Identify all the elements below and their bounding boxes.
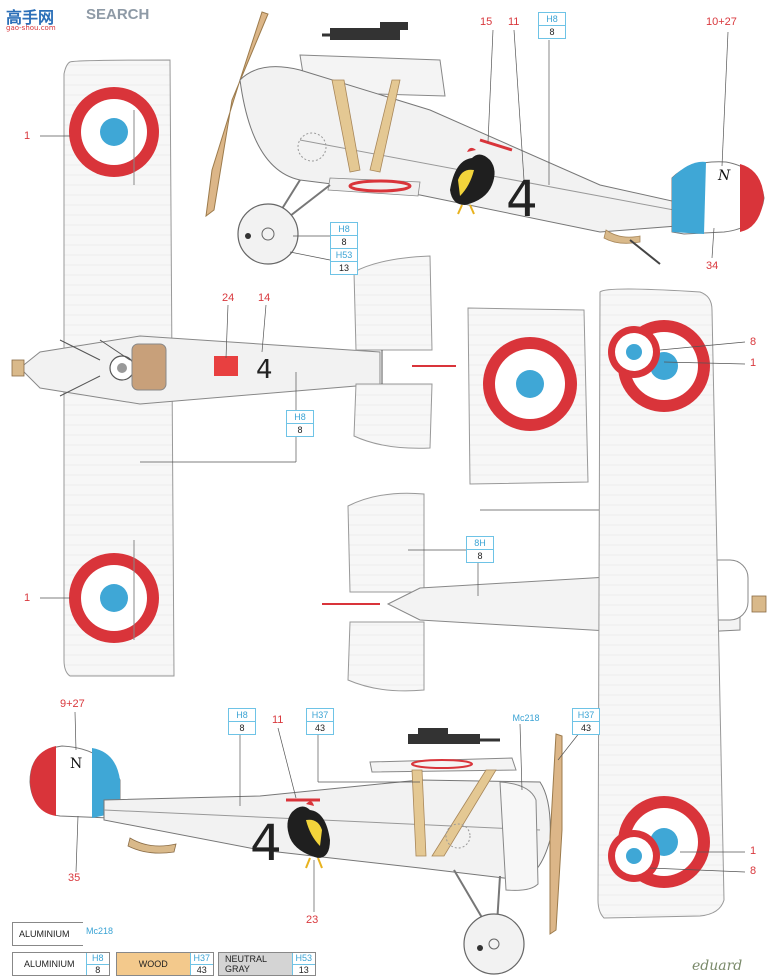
- rudder-letter-bottom: N: [70, 756, 82, 772]
- callout-1-right-bottom: 1: [750, 845, 757, 857]
- rooster-emblem-top: [450, 147, 495, 215]
- legend-name: WOOD: [117, 953, 190, 975]
- callout-11-bottom: 11: [272, 714, 284, 726]
- color-code-number: 8: [297, 425, 303, 435]
- legend-name: ALUMINIUM: [24, 959, 75, 969]
- legend-neutral-gray-h53: NEUTRAL GRAY H53 13: [218, 952, 316, 976]
- color-code-label: 8H: [467, 537, 493, 550]
- legend-code: H37: [190, 953, 213, 965]
- callout-1-right-top: 1: [750, 357, 757, 369]
- color-code-h37-bottom: H37 43: [306, 708, 334, 735]
- rudder-letter-top: N: [717, 168, 731, 184]
- color-code-h37b-bottom: H37 43: [572, 708, 600, 735]
- legend-number: 8: [95, 964, 101, 975]
- bottom-side-view: N 4: [29, 711, 581, 975]
- legend-codes: H8 8: [85, 953, 109, 975]
- color-code-label: H8: [331, 223, 357, 236]
- color-code-h8-bottom: H8 8: [228, 708, 256, 735]
- color-code-label: H37: [307, 709, 333, 722]
- color-code-8h-under: 8H 8: [466, 536, 494, 563]
- callout-8-right-top: 8: [750, 336, 757, 348]
- callout-24: 24: [222, 292, 235, 304]
- legend-codes: H37 43: [189, 953, 213, 975]
- callout-35: 35: [68, 872, 81, 884]
- callout-11-top: 11: [508, 16, 520, 28]
- fuselage-number-bottom: 4: [250, 814, 282, 872]
- legend-number: 43: [196, 964, 207, 975]
- callout-14: 14: [258, 292, 271, 304]
- callout-34: 34: [706, 260, 719, 272]
- color-code-number: 8: [477, 551, 483, 561]
- color-code-number: 8: [341, 237, 347, 247]
- fuselage-number-plan: 4: [256, 355, 273, 385]
- legend-number: 13: [298, 964, 309, 975]
- watermark-logo: 高手网: [6, 8, 55, 27]
- color-code-h8-top: H8 8: [538, 12, 566, 39]
- color-code-mc218-bottom: Mc218: [508, 712, 544, 724]
- color-code-label: H8: [287, 411, 313, 424]
- color-code-number: 43: [580, 723, 591, 733]
- tailplane-plan: [353, 255, 456, 449]
- legend-name: ALUMINIUM: [19, 929, 70, 939]
- color-code-number: 43: [314, 723, 325, 733]
- callout-15: 15: [480, 16, 493, 28]
- legend-aluminium-h8: ALUMINIUM H8 8: [12, 952, 110, 976]
- roundel-right-bottom: [608, 796, 710, 888]
- callout-1-left-bottom: 1: [24, 592, 31, 604]
- watermark-search: SEARCH: [86, 6, 150, 23]
- color-code-h53-wheel: H53 13: [330, 248, 358, 275]
- upper-wing-plan: 4: [11, 59, 381, 677]
- fuselage-number-top: 4: [506, 170, 538, 228]
- legend-name: NEUTRAL GRAY: [219, 953, 292, 975]
- watermark-site: gao-shou.com: [6, 24, 56, 32]
- legend-wood-h37: WOOD H37 43: [116, 952, 214, 976]
- brand-logo: eduard: [692, 958, 743, 974]
- color-code-h8-wheel: H8 8: [330, 222, 358, 249]
- color-code-label: H53: [331, 249, 357, 262]
- callout-10-27: 10+27: [706, 16, 737, 28]
- color-code-label: H8: [229, 709, 255, 722]
- legend-aluminium-mc218: ALUMINIUM: [12, 922, 83, 946]
- roundel-upper-left: [69, 87, 159, 177]
- legend-code-mc218: Mc218: [86, 926, 114, 936]
- color-code-number: 8: [239, 723, 245, 733]
- callout-23: 23: [306, 914, 319, 926]
- rooster-emblem-bottom: [287, 801, 330, 869]
- top-side-view: 4 N: [205, 11, 765, 265]
- roundel-lower-left: [69, 553, 159, 643]
- color-code-number: 13: [338, 263, 349, 273]
- color-code-h8-plan: H8 8: [286, 410, 314, 437]
- legend-codes: H53 13: [291, 953, 315, 975]
- color-code-label: H37: [573, 709, 599, 722]
- color-code-number: 8: [549, 27, 555, 37]
- color-code-label: Mc218: [512, 713, 540, 723]
- callout-8-right-bottom: 8: [750, 865, 757, 877]
- lower-wing-panel: [467, 307, 589, 485]
- lower-wing-plan: [597, 288, 746, 919]
- callout-1-left-top: 1: [24, 130, 31, 142]
- color-code-label: H8: [539, 13, 565, 26]
- legend-code: H8: [86, 953, 109, 965]
- legend-code: H53: [292, 953, 315, 965]
- callout-9-27: 9+27: [60, 698, 85, 710]
- roundel-right-top: [608, 320, 710, 412]
